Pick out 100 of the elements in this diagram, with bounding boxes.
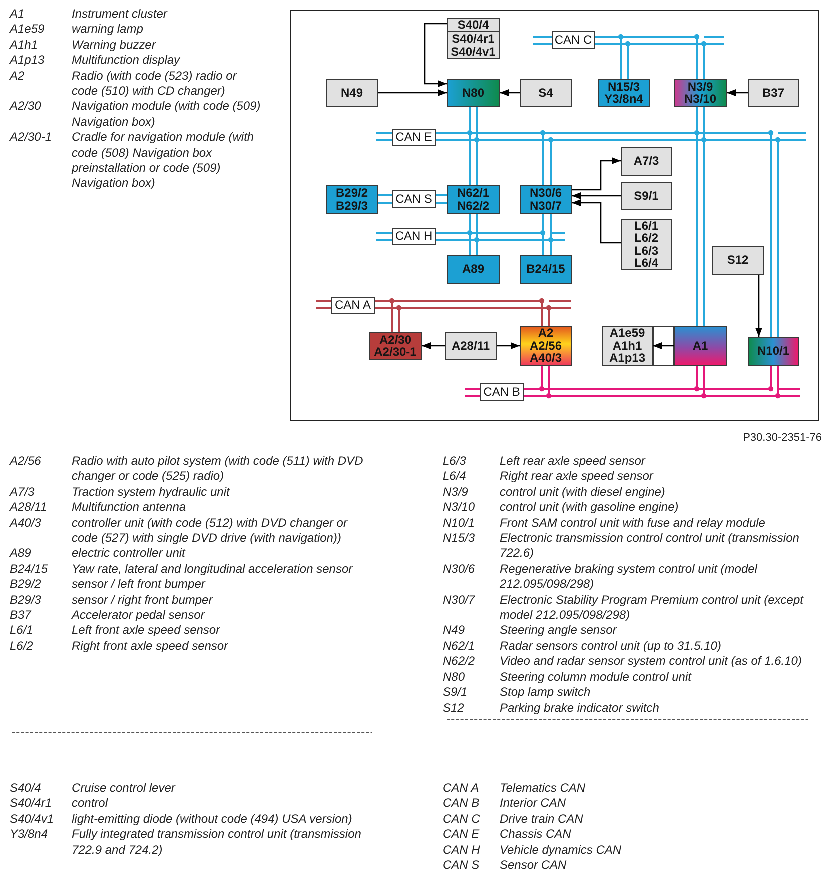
code-label: N15/3 <box>443 531 476 548</box>
component-box <box>621 219 672 270</box>
description-text: Right rear axle speed sensor <box>500 469 654 485</box>
description-text: Electronic Stability Program Premium control unit (except model 212.095/098/298) <box>500 592 805 624</box>
code-label: A28/11 <box>10 500 48 516</box>
bus-name: CAN E <box>396 131 432 144</box>
code-label: CAN A <box>443 781 480 796</box>
code-label: N80 <box>443 670 466 686</box>
component-code: S9/1 <box>634 190 659 202</box>
code-label: S40/4 <box>10 781 42 796</box>
arrow <box>424 23 447 88</box>
bus-name: CAN H <box>395 230 433 243</box>
component-code: N80 <box>462 86 484 100</box>
code-label: B37 <box>10 608 32 624</box>
component-box <box>520 326 572 366</box>
code-label: A1h1 <box>10 38 38 54</box>
description-text: control unit (with diesel engine) <box>500 484 666 500</box>
bus-name: CAN C <box>554 34 592 46</box>
code-label: CAN S <box>443 858 480 874</box>
bus-name: CAN A <box>334 299 371 312</box>
description-text: warning lamp <box>72 22 144 38</box>
description-text: Cradle for navigation module (with code (508) Navigation box preinstallation or code (509) Navigation box) <box>72 130 256 192</box>
bus-label-box <box>480 383 524 401</box>
component-code: B37 <box>762 86 784 100</box>
component-code: A2/30 <box>379 334 412 346</box>
component-code: N30/7 <box>530 200 562 212</box>
bus-name: CAN S <box>396 192 432 206</box>
component-code: L6/1 <box>634 220 658 232</box>
code-label: N49 <box>443 623 466 639</box>
component-box <box>748 79 799 107</box>
component-code: N49 <box>340 86 363 100</box>
bus-wire <box>593 36 705 81</box>
component-code: N62/2 <box>457 200 490 212</box>
bus-wire <box>434 132 779 339</box>
component-box <box>447 185 500 214</box>
component-code: S40/4 <box>458 19 490 32</box>
code-label: L6/3 <box>443 454 466 470</box>
description-text: Left front axle speed sensor <box>72 623 220 639</box>
code-label: A1e59 <box>10 22 45 38</box>
description-text: Video and radar sensor system control unit (as of 1.6.10) <box>500 654 802 670</box>
description-text: Instrument cluster <box>72 7 168 22</box>
description-text: Parking brake indicator switch <box>500 700 660 716</box>
component-code: S4 <box>538 86 554 100</box>
description-text: Right front axle speed sensor <box>72 638 228 654</box>
component-box <box>621 182 672 210</box>
description-text: Front SAM control unit with fuse and relay module <box>500 516 766 532</box>
code-label: N30/6 <box>443 562 476 578</box>
arrow <box>572 200 621 244</box>
component-code: L6/2 <box>634 232 658 244</box>
component-code: A7/3 <box>634 155 660 168</box>
component-code: A40/3 <box>530 352 562 365</box>
code-label: N10/1 <box>443 516 476 532</box>
component-box <box>674 326 727 366</box>
code-label: S40/4r1 <box>10 796 52 812</box>
component-code: A2 <box>538 327 554 340</box>
code-label: CAN B <box>443 796 480 812</box>
code-label: L6/1 <box>10 623 34 639</box>
description-text: Drive train CAN <box>500 812 584 828</box>
component-code: A1h1 <box>612 340 642 352</box>
component-code: B24/15 <box>526 263 566 276</box>
bus-wire <box>376 194 394 204</box>
component-code: A1 <box>692 340 708 352</box>
description-text: Cruise control lever <box>72 781 176 796</box>
code-label: B24/15 <box>10 562 48 578</box>
code-label: S12 <box>443 700 464 716</box>
description-text: Steering column module control unit <box>500 670 692 686</box>
description-text: light-emitting diode (without code (494) USA version) <box>72 812 352 828</box>
bus-label-box <box>392 129 436 146</box>
component-box <box>520 255 572 284</box>
arrow <box>378 90 447 96</box>
component-code: N30/6 <box>530 187 562 200</box>
component-code: S40/4v1 <box>451 46 496 58</box>
arrow <box>422 342 445 350</box>
code-label: A7/3 <box>10 484 35 500</box>
code-label: N3/9 <box>443 484 468 500</box>
code-label: N62/2 <box>443 654 476 670</box>
arrow <box>497 342 520 350</box>
code-label: L6/2 <box>10 638 34 654</box>
description-text: Regenerative braking system control unit (model 212.095/098/298) <box>500 562 759 593</box>
component-box <box>326 79 378 107</box>
component-code: N62/1 <box>457 187 490 200</box>
code-label: A1p13 <box>10 53 45 69</box>
component-code: A2/30-1 <box>374 346 417 358</box>
code-label: S40/4v1 <box>10 812 54 828</box>
description-text: Vehicle dynamics CAN <box>500 842 622 858</box>
description-text: Radio with auto pilot system (with code (511) with DVD changer or code (525) radio) <box>72 454 364 485</box>
code-label: A89 <box>10 546 32 562</box>
description-text: controller unit (with code (512) with DVD changer or code (527) with single DVD drive (with navigation)) <box>72 516 349 546</box>
arrow <box>572 192 621 200</box>
code-label: A2 <box>10 68 25 85</box>
description-text: Navigation module (with code (509) Navigation box) <box>72 99 262 130</box>
bus-name: CAN B <box>484 386 520 398</box>
code-label: N30/7 <box>443 592 476 609</box>
bus-label-box <box>392 190 436 208</box>
arrow <box>500 90 520 96</box>
component-code: A89 <box>462 263 484 276</box>
code-label: B29/3 <box>10 592 42 608</box>
code-label: B29/2 <box>10 577 42 593</box>
description-text: Chassis CAN <box>500 827 572 843</box>
component-code: Y3/8n4 <box>604 93 644 106</box>
